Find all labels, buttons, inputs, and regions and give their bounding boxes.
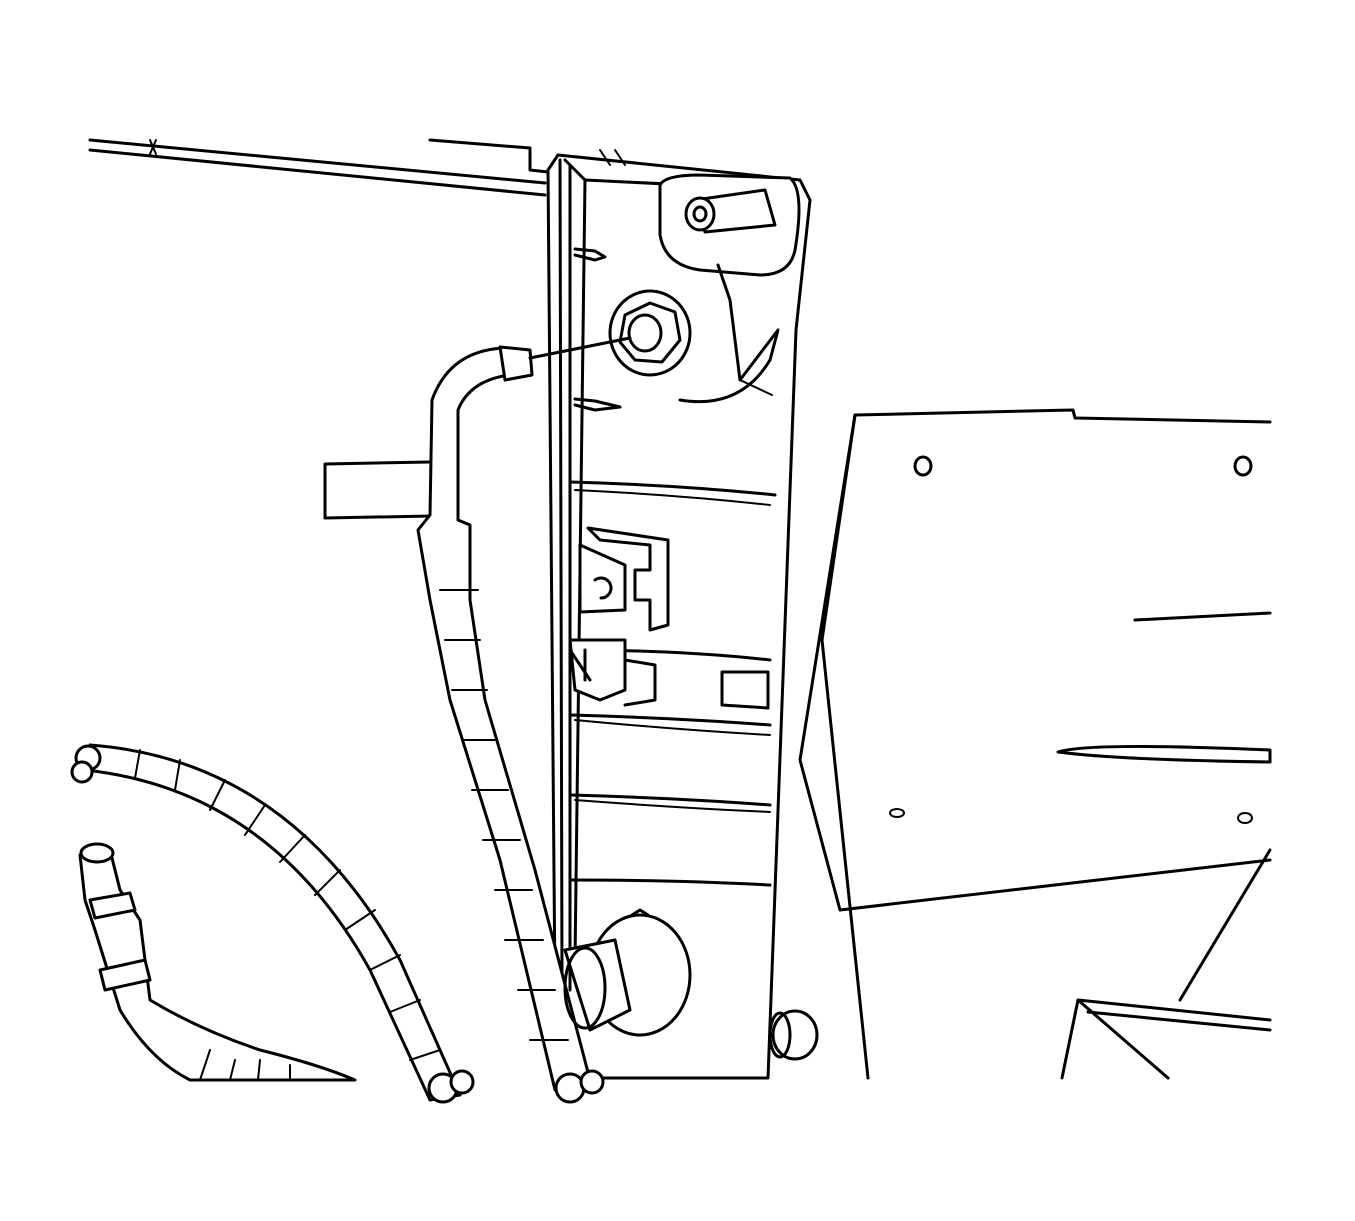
filler-cap [684,188,777,234]
hose-clip [568,526,770,710]
side-panel [798,408,1272,1080]
drain-plug [768,1009,819,1061]
fitting-hex-nut [608,289,692,377]
lower-box [1060,998,1272,1080]
mounting-bracket [323,460,433,520]
small-hose [78,842,357,1082]
coolant-hose [416,336,632,1104]
upper-frame-rail [88,138,550,197]
radiator-side-tank [546,149,812,1080]
large-curved-hose [70,743,475,1104]
lower-outlet [563,908,692,1037]
